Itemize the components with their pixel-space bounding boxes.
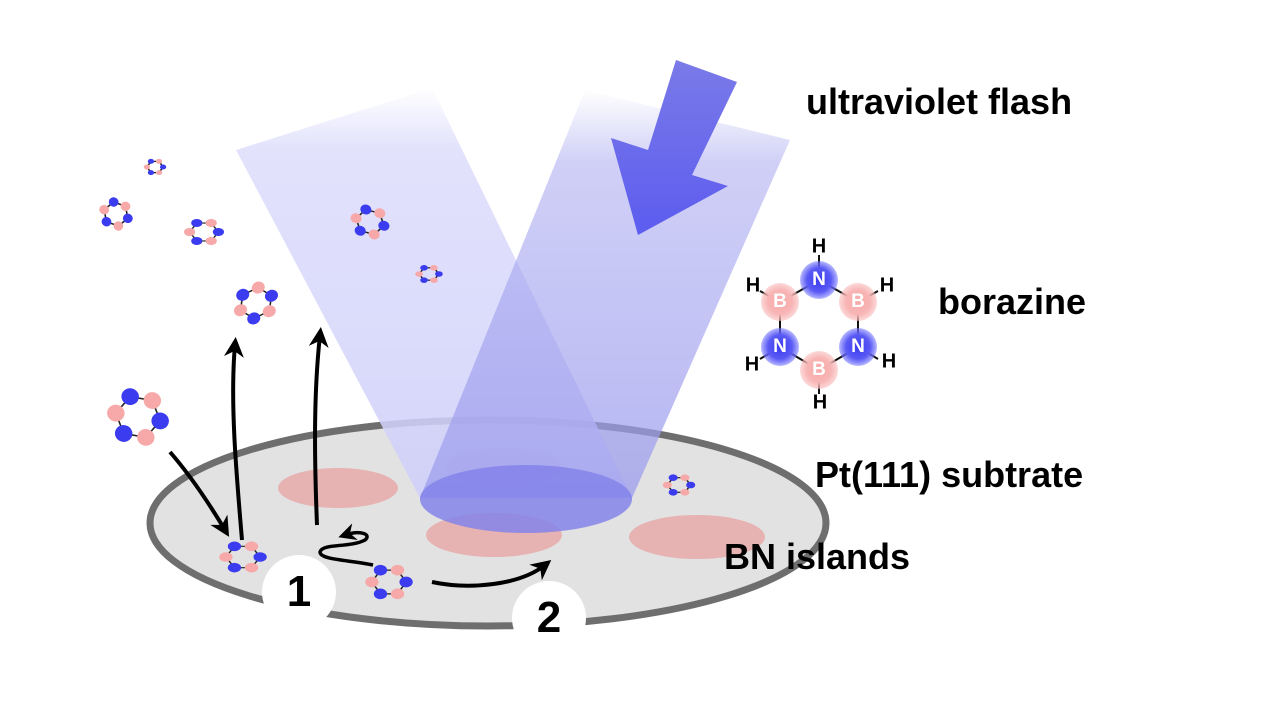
nitrogen-atom-icon [159,164,167,170]
boron-atom-icon [155,158,163,164]
flash-spot [420,465,632,533]
nitrogen-atom-icon [668,474,678,481]
nitrogen-atom: N [761,328,799,366]
nitrogen-atom-icon [121,388,139,406]
boron-atom-icon [262,305,276,318]
diffusion-arrow [431,560,552,588]
molecules-layer [99,158,696,600]
boron-atom-icon [430,265,438,271]
nitrogen-atom-icon [668,489,678,496]
step-1-marker: 1 [262,555,336,629]
substrate-label: Pt(111) subtrate [815,454,1084,495]
boron-atom-icon [244,562,259,573]
borazine-molecule-icon [99,197,133,231]
borazine-molecule-icon [219,541,267,573]
boron-atom-icon [374,208,386,219]
boron-atom-icon [137,428,155,446]
boron-atom-icon [390,588,405,600]
nitrogen-atom-icon [264,289,279,302]
borazine-molecule-icon [233,281,279,325]
boron-atom-icon [205,236,217,246]
nitrogen-atom-icon [247,312,261,325]
boron-atom-icon [143,164,151,170]
nitrogen-atom-icon [420,265,428,271]
nitrogen-atom-icon [101,216,112,227]
uv-arrow-icon [611,60,737,235]
nitrogen-atom: N [839,328,877,366]
nitrogen-atom: N [800,261,838,299]
nitrogen-atom-icon [360,204,372,215]
nitrogen-atom-icon [253,552,267,562]
boron-atom-icon [680,474,690,481]
boron-atom-icon [251,281,265,294]
nitrogen-atom-icon [378,220,390,231]
nitrogen-atom-icon [212,227,224,237]
borazine-molecule-icon [107,388,169,446]
borazine-molecule-icon [184,218,224,246]
uv-label: ultraviolet flash [806,81,1073,122]
boron-atom-icon [143,392,162,409]
boron-atom-icon [219,552,233,562]
borazine-label: borazine [938,281,1087,322]
boron-atom-icon [233,304,248,317]
hydrogen-atom: H [881,350,897,373]
boron-atom-icon [205,218,217,228]
hydrogen-atom: H [744,353,760,376]
desorption-arrow [223,337,244,541]
boron-atom-icon [350,213,362,224]
islands-label: BN islands [724,536,911,577]
desorption-arrow [308,327,329,526]
nitrogen-atom-icon [122,213,133,224]
boron-atom-icon [368,229,380,240]
boron-atom-icon [107,404,125,422]
boron-atom-icon [662,481,672,489]
nitrogen-atom-icon [227,562,242,573]
hydrogen-atom: H [879,274,895,297]
hydrogen-atom: H [812,391,828,414]
nitrogen-atom-icon [147,158,155,164]
boron-atom-icon [120,201,131,212]
borazine-molecule-icon [143,158,167,176]
boron-atom-icon [184,227,196,237]
nitrogen-atom-icon [227,541,242,552]
borazine-molecule-icon [365,564,413,600]
boron-atom-icon [244,541,259,552]
boron-atom-icon [365,576,379,588]
nitrogen-atom-icon [191,236,203,246]
borazine-molecule-icon [662,474,696,496]
nitrogen-atom-icon [108,197,119,207]
boron-atom: B [800,351,838,389]
boron-atom-icon [113,221,124,231]
nitrogen-atom-icon [373,564,388,576]
nitrogen-atom-icon [147,170,155,176]
boron-atom-icon [155,170,163,176]
boron-atom: B [839,283,877,321]
nitrogen-atom-icon [420,277,428,283]
boron-atom-icon [99,204,110,215]
bn-island [278,468,398,508]
boron-atom-icon [390,564,405,576]
nitrogen-atom-icon [191,218,203,228]
adsorption-arrow [168,450,230,537]
swirl-arrow [318,523,374,567]
nitrogen-atom-icon [151,412,169,430]
borazine-molecule-icon [415,265,443,283]
nitrogen-atom-icon [373,588,388,600]
nitrogen-atom-icon [435,271,443,277]
nitrogen-atom-icon [114,425,133,442]
boron-atom-icon [415,271,423,277]
boron-atom-icon [680,489,690,496]
boron-atom: B [761,283,799,321]
bn-island [629,515,765,559]
hydrogen-atom: H [811,235,827,258]
nitrogen-atom-icon [354,225,366,236]
boron-atom-icon [430,277,438,283]
nitrogen-atom-icon [399,576,413,588]
nitrogen-atom-icon [236,288,250,301]
step-2-marker: 2 [512,581,586,655]
borazine-molecule-icon [350,204,390,240]
hydrogen-atom: H [745,274,761,297]
nitrogen-atom-icon [686,481,696,489]
